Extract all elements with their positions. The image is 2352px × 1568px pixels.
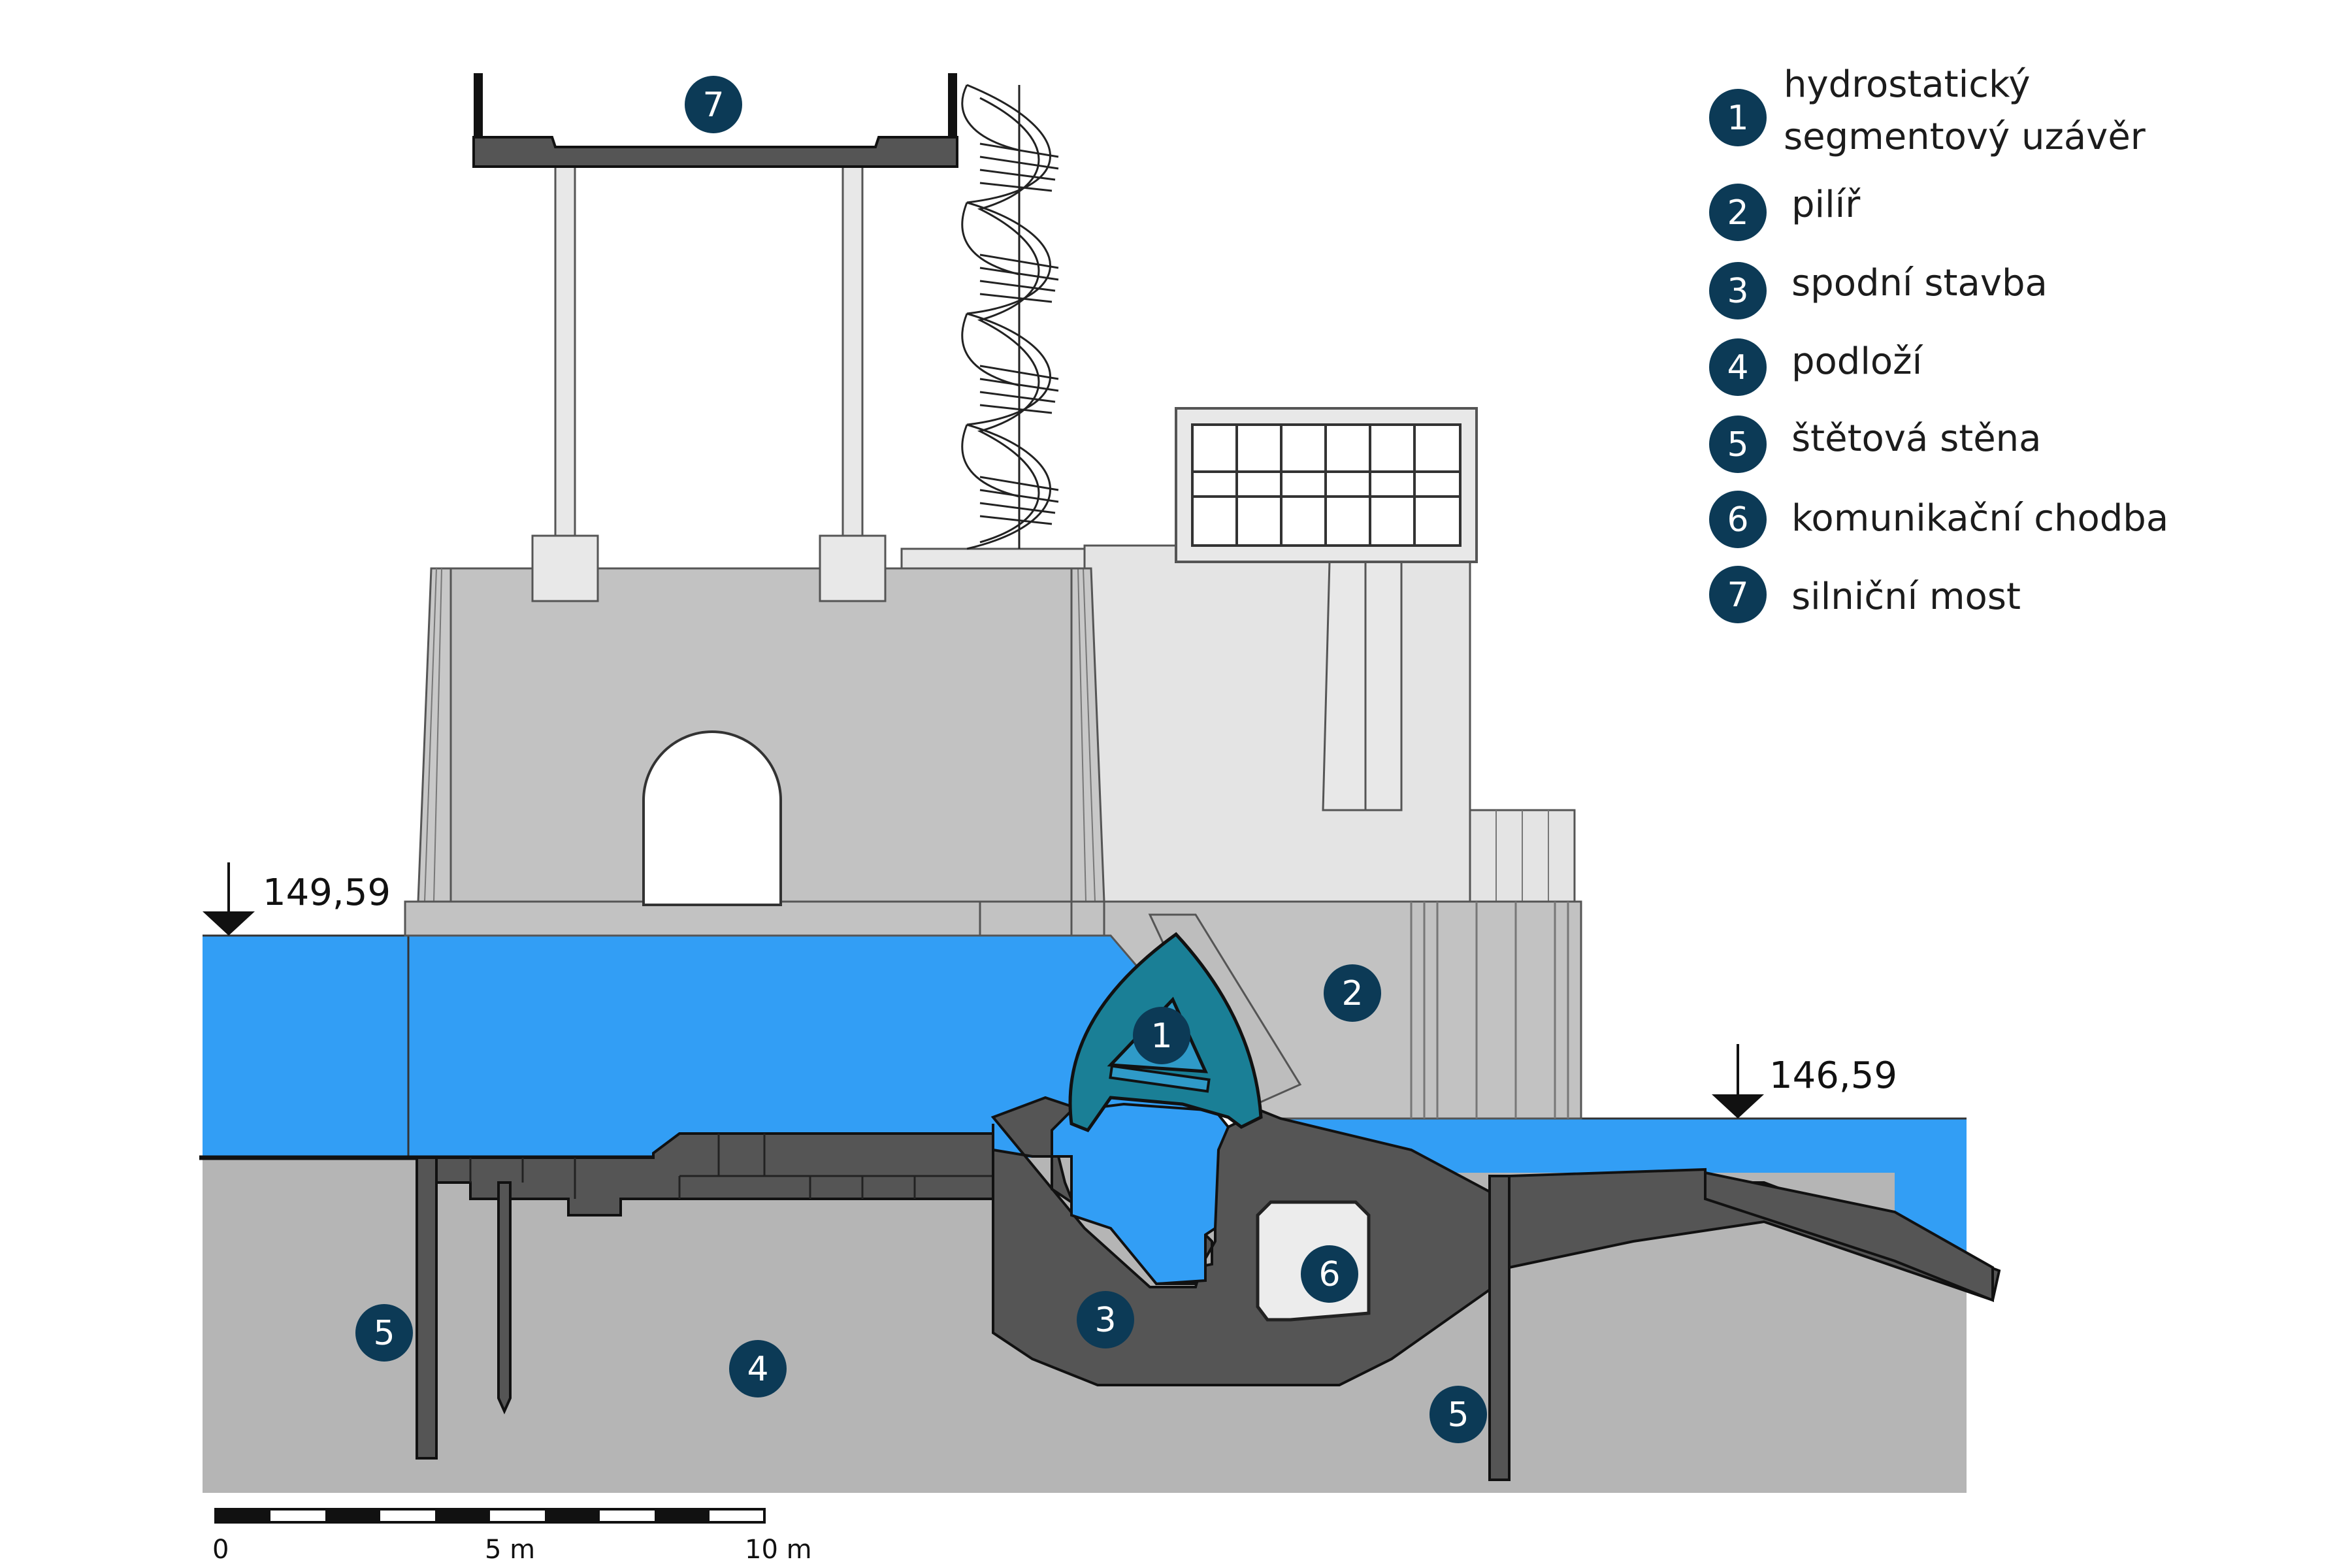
downstream-apron — [1508, 1168, 2001, 1302]
svg-text:2: 2 — [1341, 974, 1363, 1013]
bridge-column-right — [841, 165, 864, 537]
spiral-staircase-icon — [961, 84, 1051, 550]
marker-subsoil: 4 — [729, 1340, 787, 1397]
svg-text:4: 4 — [747, 1350, 768, 1389]
legend-item-sheet-pile: 5 štětová stěna — [1709, 416, 2041, 473]
marker-lower-structure: 3 — [1077, 1291, 1134, 1348]
svg-text:pilíř: pilíř — [1791, 184, 1861, 226]
downstream-level-marker: 146,59 — [1712, 1044, 1897, 1119]
marker-corridor: 6 — [1301, 1245, 1358, 1303]
legend-item-pier: 2 pilíř — [1709, 184, 1861, 241]
cabin-column — [1322, 561, 1403, 811]
svg-text:komunikační chodba: komunikační chodba — [1791, 497, 2168, 540]
marker-sheet-pile-downstream: 5 — [1429, 1386, 1487, 1443]
scale-bar: 0 5 m 10 m — [212, 1508, 812, 1565]
svg-text:7: 7 — [1727, 576, 1748, 615]
bridge-railing-left — [474, 73, 483, 139]
downstream-apron-slab — [1704, 1171, 1994, 1302]
pier-side-left — [405, 567, 452, 903]
cabin-windows — [1191, 423, 1462, 547]
svg-text:6: 6 — [1727, 500, 1748, 540]
upstream-level-marker: 149,59 — [203, 862, 391, 936]
lower-platform-ribs — [1495, 810, 1549, 902]
svg-text:spodní stavba: spodní stavba — [1791, 262, 2048, 304]
svg-text:1: 1 — [1727, 99, 1748, 138]
spiral-stair-treads — [979, 142, 1059, 525]
legend-item-bridge: 7 silniční most — [1709, 566, 2021, 623]
stair-landing — [900, 547, 1086, 570]
svg-text:4: 4 — [1727, 348, 1748, 387]
pier-back-light — [1083, 544, 1471, 903]
downstream-level-text: 146,59 — [1769, 1054, 1897, 1097]
svg-text:5: 5 — [1727, 425, 1748, 465]
upstream-level-text: 149,59 — [263, 872, 391, 914]
svg-text:1: 1 — [1151, 1017, 1172, 1056]
marker-sheet-pile-upstream: 5 — [355, 1304, 413, 1362]
bridge-column-left — [554, 165, 576, 537]
pier-side-right-lines — [1077, 568, 1096, 902]
svg-text:silniční most: silniční most — [1791, 576, 2021, 618]
pier-plinth-step — [979, 900, 1073, 937]
downstream-water — [1281, 1119, 1967, 1264]
pier-side-left-lines — [424, 568, 442, 902]
marker-gate: 1 — [1133, 1007, 1190, 1064]
legend: 1 hydrostatický segmentový uzávěr 2 pilí… — [1709, 63, 2168, 623]
sheet-pile-short — [497, 1181, 512, 1414]
legend-item-subsoil: 4 podloží — [1709, 338, 1924, 396]
bridge-railing-right — [948, 73, 957, 139]
svg-text:5: 5 — [1447, 1396, 1469, 1435]
apron-joints — [469, 1134, 993, 1199]
scale-label-5m: 5 m — [485, 1535, 535, 1565]
svg-text:5: 5 — [373, 1314, 395, 1353]
triangle-down-icon — [1712, 1094, 1764, 1119]
segment-gate-strut — [1109, 1064, 1211, 1093]
marker-pier: 2 — [1324, 964, 1381, 1022]
road-bridge-deck — [472, 136, 958, 168]
triangle-down-icon — [203, 911, 255, 936]
scale-label-10m: 10 m — [745, 1535, 812, 1565]
svg-text:6: 6 — [1318, 1255, 1340, 1294]
svg-text:2: 2 — [1727, 193, 1748, 233]
arched-opening — [642, 730, 782, 906]
legend-item-corridor: 6 komunikační chodba — [1709, 491, 2168, 548]
legend-item-gate: 1 hydrostatický segmentový uzávěr — [1709, 63, 2146, 158]
bearing-block-right — [819, 534, 887, 602]
bearing-block-left — [531, 534, 599, 602]
marker-bridge: 7 — [685, 76, 742, 133]
svg-text:7: 7 — [702, 86, 724, 125]
sheet-pile-wall-upstream — [416, 1156, 438, 1460]
legend-item-lower-structure: 3 spodní stavba — [1709, 262, 2048, 319]
svg-text:hydrostatický: hydrostatický — [1784, 63, 2031, 106]
svg-text:3: 3 — [1094, 1301, 1116, 1340]
svg-text:segmentový uzávěr: segmentový uzávěr — [1784, 116, 2146, 158]
svg-text:3: 3 — [1727, 272, 1748, 311]
svg-text:podloží: podloží — [1791, 340, 1924, 383]
sheet-pile-wall-downstream — [1488, 1175, 1511, 1481]
pier-ribs — [1410, 902, 1569, 1119]
svg-text:štětová stěna: štětová stěna — [1791, 417, 2041, 460]
scale-label-0: 0 — [212, 1535, 229, 1565]
